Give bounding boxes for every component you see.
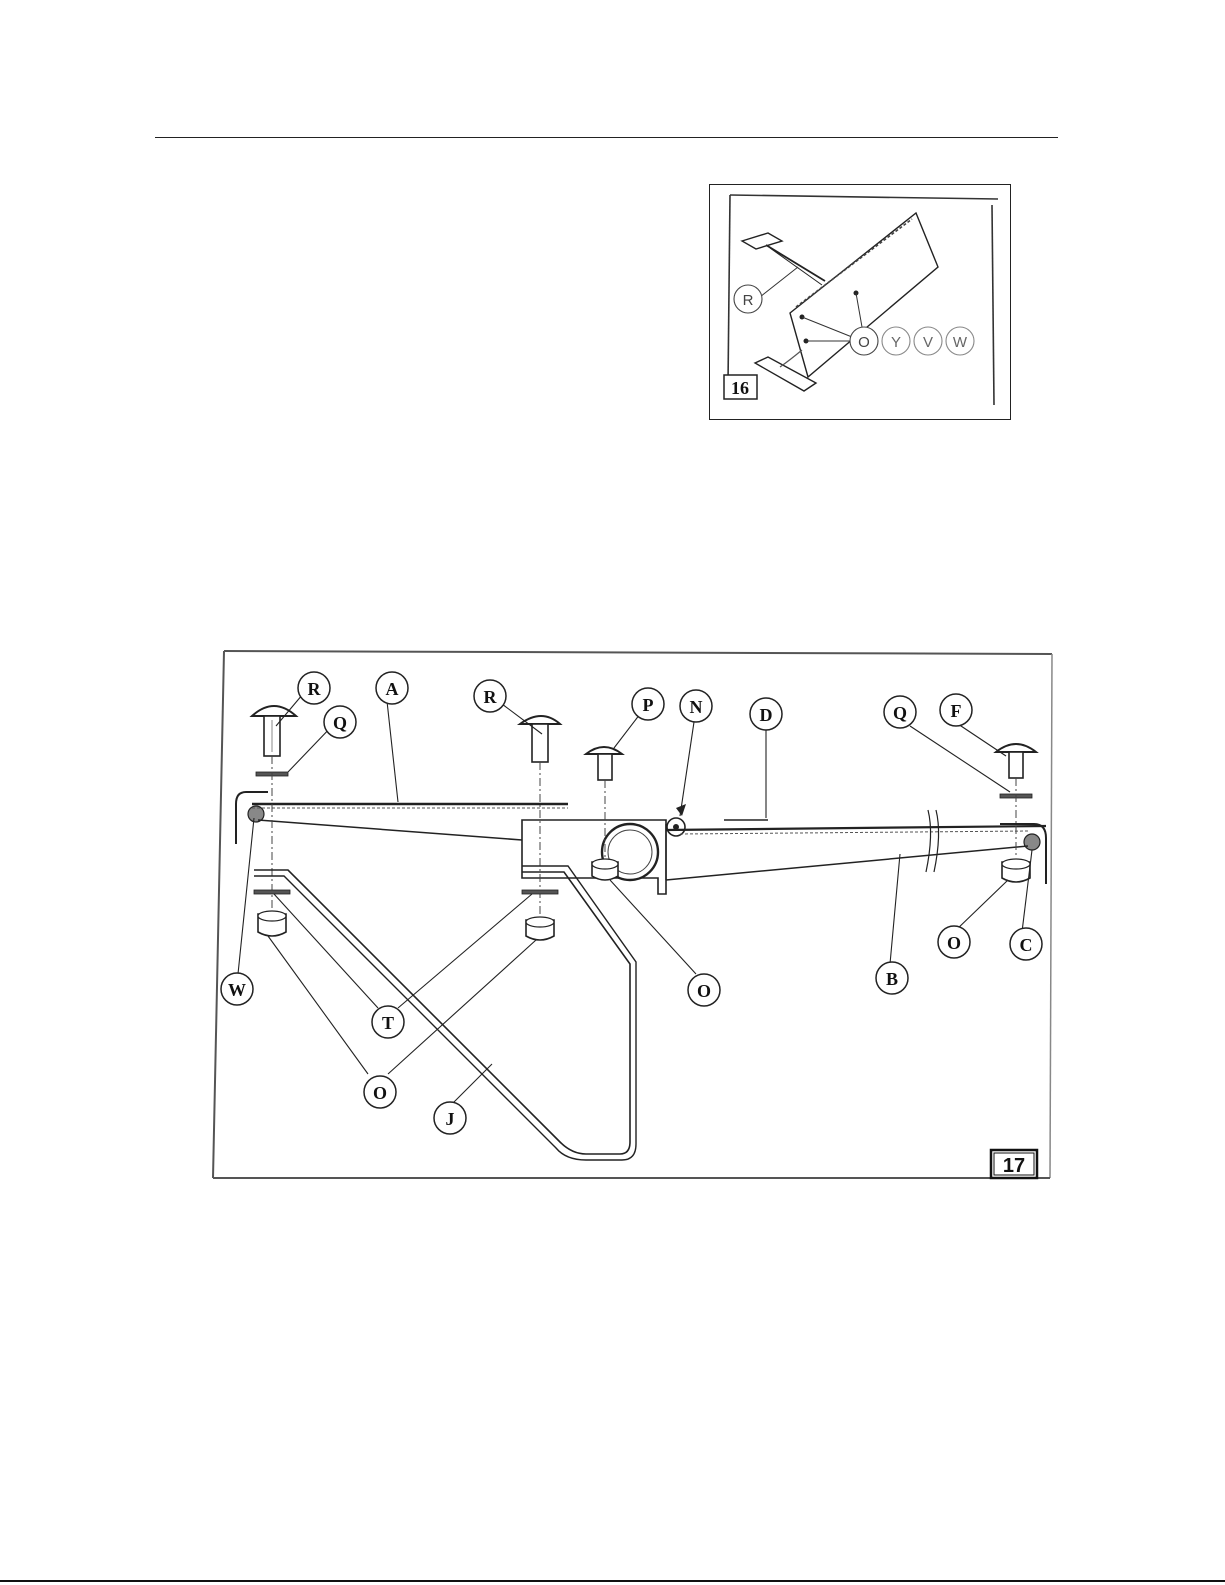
frame-left (213, 651, 224, 1178)
figure-17-number: 17 (1003, 1155, 1025, 1177)
washer-t-mid (522, 890, 558, 894)
callout-n: N (680, 690, 712, 722)
callout-q-right-label: Q (893, 703, 907, 723)
callout-o-bottom-label: O (373, 1083, 387, 1103)
callout-p-label: P (643, 695, 654, 715)
wall-right-line (992, 205, 994, 405)
callout-o-center: O (688, 974, 720, 1006)
figure-16: R O Y V W 16 (709, 184, 1011, 420)
bracket-arm (766, 245, 825, 281)
figure-16-number: 16 (731, 378, 749, 398)
callout-o-right-label: O (947, 933, 961, 953)
bolt-p-shank (598, 754, 612, 780)
callout-o-right: O (938, 926, 970, 958)
callout-w: W (221, 973, 253, 1005)
callout-c: C (1010, 928, 1042, 960)
callout-a: A (376, 672, 408, 704)
callout-a-label: A (386, 679, 399, 699)
callout-c-label: C (1020, 935, 1033, 955)
callout-f: F (940, 694, 972, 726)
arm-b-bottom-edge (666, 846, 1028, 880)
callout-t: T (372, 1006, 404, 1038)
callout-v: V (923, 334, 933, 351)
arm-b-top-edge (666, 826, 1046, 830)
header-rule (155, 137, 1058, 138)
bolt-r-left-head (252, 706, 296, 716)
wall-left-line (728, 195, 730, 385)
callout-q-left-label: Q (333, 713, 347, 733)
callout-d-label: D (760, 705, 773, 725)
callout-r-left: R (298, 672, 330, 704)
callout-w: W (953, 334, 968, 351)
washer-t-left (254, 890, 290, 894)
callout-o-bottom: O (364, 1076, 396, 1108)
callout-t-label: T (382, 1013, 394, 1033)
arm-a-bottom-edge (258, 820, 522, 840)
figure-17-drawing: R A Q R P N D Q (210, 644, 1056, 1181)
callout-p: P (632, 688, 664, 720)
callout-n-label: N (690, 697, 703, 717)
wall-top-line (730, 195, 998, 199)
callout-r-mid: R (474, 680, 506, 712)
callout-f-label: F (951, 701, 962, 721)
bracket-plate-top (742, 233, 782, 249)
bolt-r-mid-shank (532, 724, 548, 762)
figure-16-drawing: R O Y V W 16 (710, 185, 1010, 419)
callout-y: Y (891, 334, 901, 351)
callout-w-label: W (228, 980, 246, 1000)
figure-17: R A Q R P N D Q (210, 644, 1056, 1181)
bolt-f-head (996, 744, 1036, 752)
callout-b: B (876, 962, 908, 994)
callout-q-right: Q (884, 696, 916, 728)
bolt-p-head (586, 747, 622, 754)
callout-r-left-label: R (308, 679, 322, 699)
bolt-r-mid-head (520, 716, 560, 724)
callout-j: J (434, 1102, 466, 1134)
rod-end-right (1024, 834, 1040, 850)
callout-d: D (750, 698, 782, 730)
callout-j-label: J (446, 1109, 455, 1129)
bolt-f-shank (1009, 752, 1023, 778)
frame-right (1050, 654, 1052, 1178)
callout-o-center-label: O (697, 981, 711, 1001)
callout-o: O (858, 334, 870, 351)
footer-rule (0, 1580, 1225, 1582)
callout-b-label: B (886, 969, 898, 989)
break-mark (926, 810, 931, 872)
callout-r: R (743, 292, 754, 309)
callout-q-left: Q (324, 706, 356, 738)
frame-top (224, 651, 1052, 654)
callout-r-mid-label: R (484, 687, 498, 707)
